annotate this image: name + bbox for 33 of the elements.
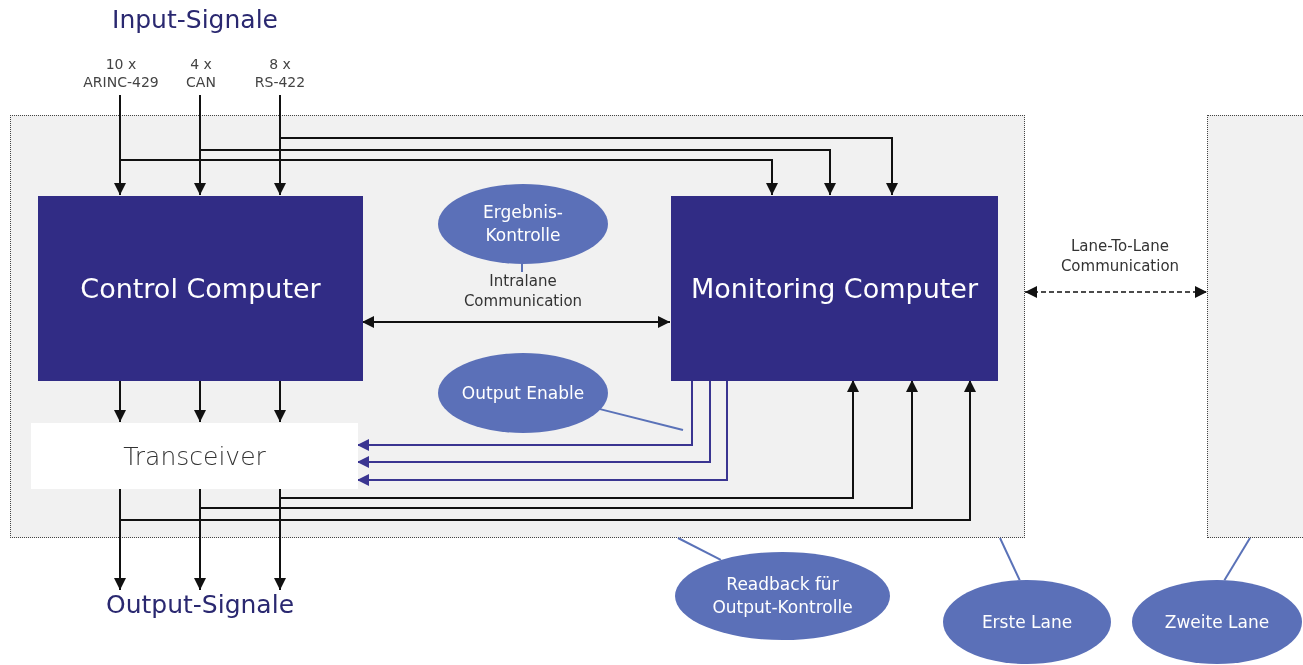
arrow: [119, 379, 976, 521]
signal-label: 8 x RS-422: [250, 55, 310, 95]
computer-block: [671, 196, 998, 381]
block-label: Transceiver: [123, 441, 266, 471]
callout-text: Output Enable: [460, 381, 586, 405]
block-label: Control Computer: [80, 273, 321, 304]
leader-line: [677, 537, 722, 561]
signal-label: 4 x CAN: [177, 55, 225, 95]
block-label: Monitoring Computer: [690, 273, 979, 304]
arrow: [356, 379, 711, 468]
leader-line: [598, 407, 684, 431]
arrow: [1024, 286, 1208, 298]
leader-line: [1223, 537, 1251, 582]
lane-frame: [1207, 115, 1303, 538]
leader-line: [999, 537, 1021, 582]
arrow: [274, 379, 286, 423]
arrow: [356, 379, 728, 486]
computer-block: [38, 196, 363, 381]
heading: Input-Signale: [111, 5, 279, 34]
callout-text: Zweite Lane: [1163, 610, 1271, 634]
heading: Output-Signale: [90, 590, 310, 630]
arrow: [199, 379, 918, 509]
arrow: [114, 379, 126, 423]
arrow: [361, 316, 671, 328]
transceiver-block: [31, 423, 358, 489]
callout-text: Erste Lane: [980, 610, 1074, 634]
callout-text: Ergebnis-Kontrolle: [482, 201, 564, 247]
arrow: [279, 379, 859, 499]
signal-label: 10 x ARINC-429: [80, 55, 162, 95]
lane-frame: [10, 115, 1025, 538]
arrow: [194, 379, 206, 423]
callout-text: Readback für Output-Kontrolle: [711, 573, 854, 619]
arrow: [356, 379, 693, 451]
